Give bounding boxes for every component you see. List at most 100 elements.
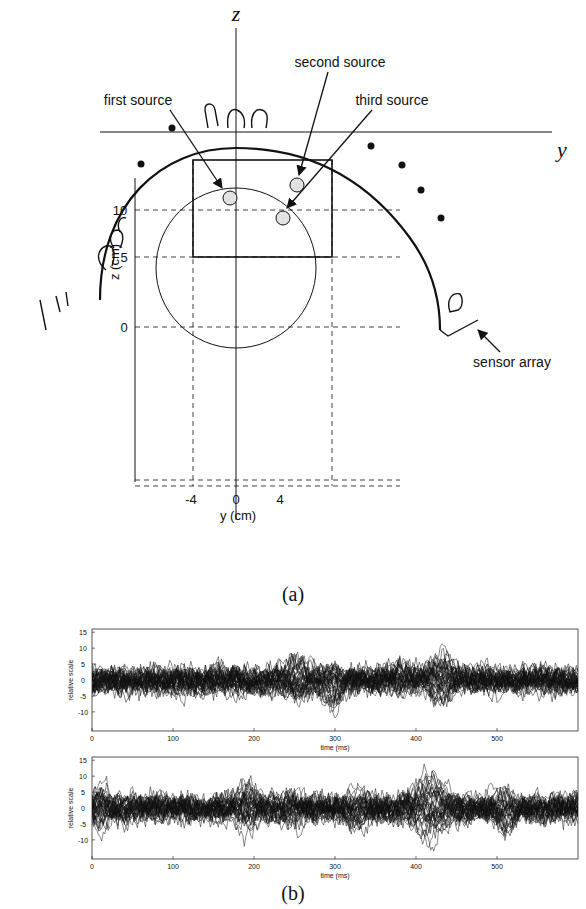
axis-title: y (cm) [220,509,256,522]
z-cm-axis [135,178,136,482]
sensor-trace [92,662,578,700]
axis-title: time (ms) [320,744,349,751]
sensor-trace [92,659,578,702]
sensor-trace [92,787,578,825]
tick-label: 200 [248,863,260,870]
tick-label: 400 [410,863,422,870]
x-tick [173,856,174,859]
axis-name: y [557,139,567,161]
tick-label: 0 [90,735,94,742]
source-callout: first source [104,93,172,107]
tick-label: 0 [81,805,85,812]
sensor-trace [92,658,578,699]
tick-label: 400 [410,735,422,742]
sensor-traces [92,764,578,851]
y-tick [92,823,95,824]
source-region-box [193,160,332,257]
tick-label: 15 [79,629,87,636]
y-tick [92,695,95,696]
sensor-trace [92,656,578,708]
sensor-trace [92,778,578,832]
tick-label: 10 [79,645,87,652]
sensor-array-end [440,320,478,336]
plot-frame [92,629,578,731]
tick-label: 5 [81,661,85,668]
sensor-trace [92,776,578,837]
sensor-dots [138,125,445,222]
tick-label: 5 [120,251,127,264]
tick-label: -5 [80,692,86,699]
sensor-trace [92,662,578,703]
tick-label: 500 [491,863,503,870]
waveform-plots [92,629,578,859]
y-tick [92,632,95,633]
x-tick [254,856,255,859]
axis-title: relative scale [67,660,74,701]
sensor-trace [92,644,578,703]
tick-label: 500 [491,735,503,742]
sensor-trace [92,779,578,826]
axis-name: z [232,3,241,25]
sensor-trace [92,790,578,847]
tick-label: 10 [113,204,127,217]
tick-label: -10 [78,836,88,843]
sensor-trace [92,779,578,833]
tick-label: -5 [80,820,86,827]
tick-label: 0 [90,863,94,870]
y-tick [92,792,95,793]
axis-title: time (ms) [320,872,349,879]
conductor-sphere [156,188,316,348]
grid-dashes [135,160,400,486]
tick-label: 10 [79,773,87,780]
x-tick [92,856,93,859]
sensor-trace [92,787,578,827]
x-tick [254,728,255,731]
sensor-array-callout: sensor array [473,355,551,369]
y-tick [92,648,95,649]
tick-label: 300 [329,863,341,870]
tick-label: 300 [329,735,341,742]
sensor-trace [92,663,578,703]
sensor-trace [92,648,578,701]
panel-label: (b) [281,883,304,903]
tick-label: 5 [81,789,85,796]
sensor-coils [40,104,462,330]
y-tick [92,808,95,809]
tick-label: 0 [81,677,85,684]
y-tick [92,760,95,761]
leader-arrows [170,72,500,352]
axis-title: relative scale [67,788,74,829]
sensor-trace [92,657,578,699]
x-tick [497,728,498,731]
x-tick [335,728,336,731]
panel-label: (a) [282,584,304,604]
sensor-trace [92,654,578,713]
sensor-trace [92,771,578,832]
sensor-trace [92,662,578,707]
x-tick [335,856,336,859]
sensor-trace [92,658,578,703]
sensor-trace [92,654,578,708]
tick-label: 100 [167,863,179,870]
y-tick [92,776,95,777]
tick-label: -10 [78,708,88,715]
y-tick [92,711,95,712]
tick-label: -4 [185,493,197,506]
tick-label: 200 [248,735,260,742]
y-tick [92,839,95,840]
tick-label: 4 [276,493,283,506]
x-tick [92,728,93,731]
y-tick [92,680,95,681]
x-tick [416,728,417,731]
x-tick [416,856,417,859]
sensor-traces [92,644,578,718]
x-tick [173,728,174,731]
tick-label: 100 [167,735,179,742]
sensor-trace [92,764,578,832]
source-callout: third source [355,93,428,107]
tick-label: 0 [232,493,239,506]
sensor-trace [92,657,578,706]
tick-label: 15 [79,757,87,764]
